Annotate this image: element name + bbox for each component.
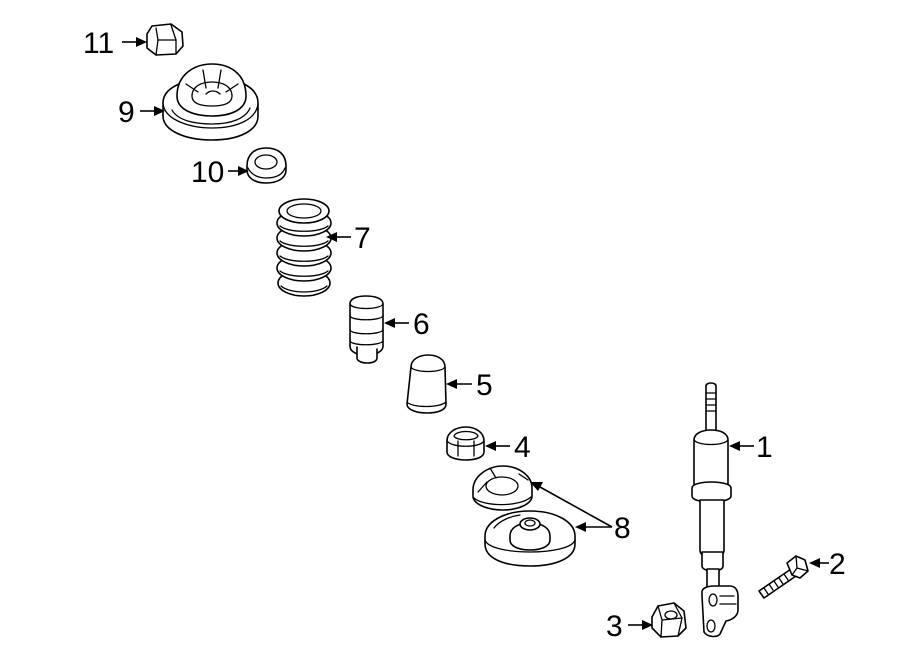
callout-11: 11 <box>83 27 114 60</box>
arrowhead-8-upper <box>530 482 543 491</box>
arrowhead-1 <box>729 441 740 451</box>
callout-4: 4 <box>514 431 531 464</box>
part-9-upper-mount <box>162 63 259 141</box>
callout-3: 3 <box>606 610 623 643</box>
callout-9: 9 <box>118 96 135 129</box>
callout-labels: 11 9 10 7 6 5 4 1 8 2 3 <box>83 27 846 643</box>
callout-1: 1 <box>756 431 773 464</box>
arrowhead-7 <box>326 232 337 242</box>
arrowhead-3 <box>642 620 653 630</box>
callout-7: 7 <box>354 222 371 255</box>
part-11-nut <box>146 23 184 56</box>
part-4-isolator <box>446 426 485 461</box>
arrowhead-6 <box>384 318 395 328</box>
part-3-nut <box>651 602 687 638</box>
arrowhead-8-lower <box>575 522 586 532</box>
part-5-dust-boot <box>406 354 447 414</box>
leader-8-upper <box>539 486 613 528</box>
part-1-shock-absorber <box>691 382 739 638</box>
part-10-washer <box>246 147 287 184</box>
part-7-coil-spring <box>276 198 332 297</box>
callout-5: 5 <box>476 369 493 402</box>
arrowhead-9 <box>154 106 165 116</box>
part-2-bolt <box>758 555 809 599</box>
arrowhead-2 <box>809 558 820 568</box>
callout-6: 6 <box>413 308 430 341</box>
callout-leaders <box>122 37 829 630</box>
arrowhead-4 <box>485 441 496 451</box>
arrowhead-5 <box>446 379 457 389</box>
part-6-bump-stop <box>349 295 384 364</box>
callout-10: 10 <box>191 156 224 189</box>
callout-8: 8 <box>614 512 631 545</box>
part-8-upper-spring-seat <box>472 465 533 511</box>
arrowhead-10 <box>238 166 249 176</box>
callout-2: 2 <box>829 548 846 581</box>
part-8-lower-spring-seat <box>484 510 576 567</box>
arrowhead-11 <box>136 37 147 47</box>
